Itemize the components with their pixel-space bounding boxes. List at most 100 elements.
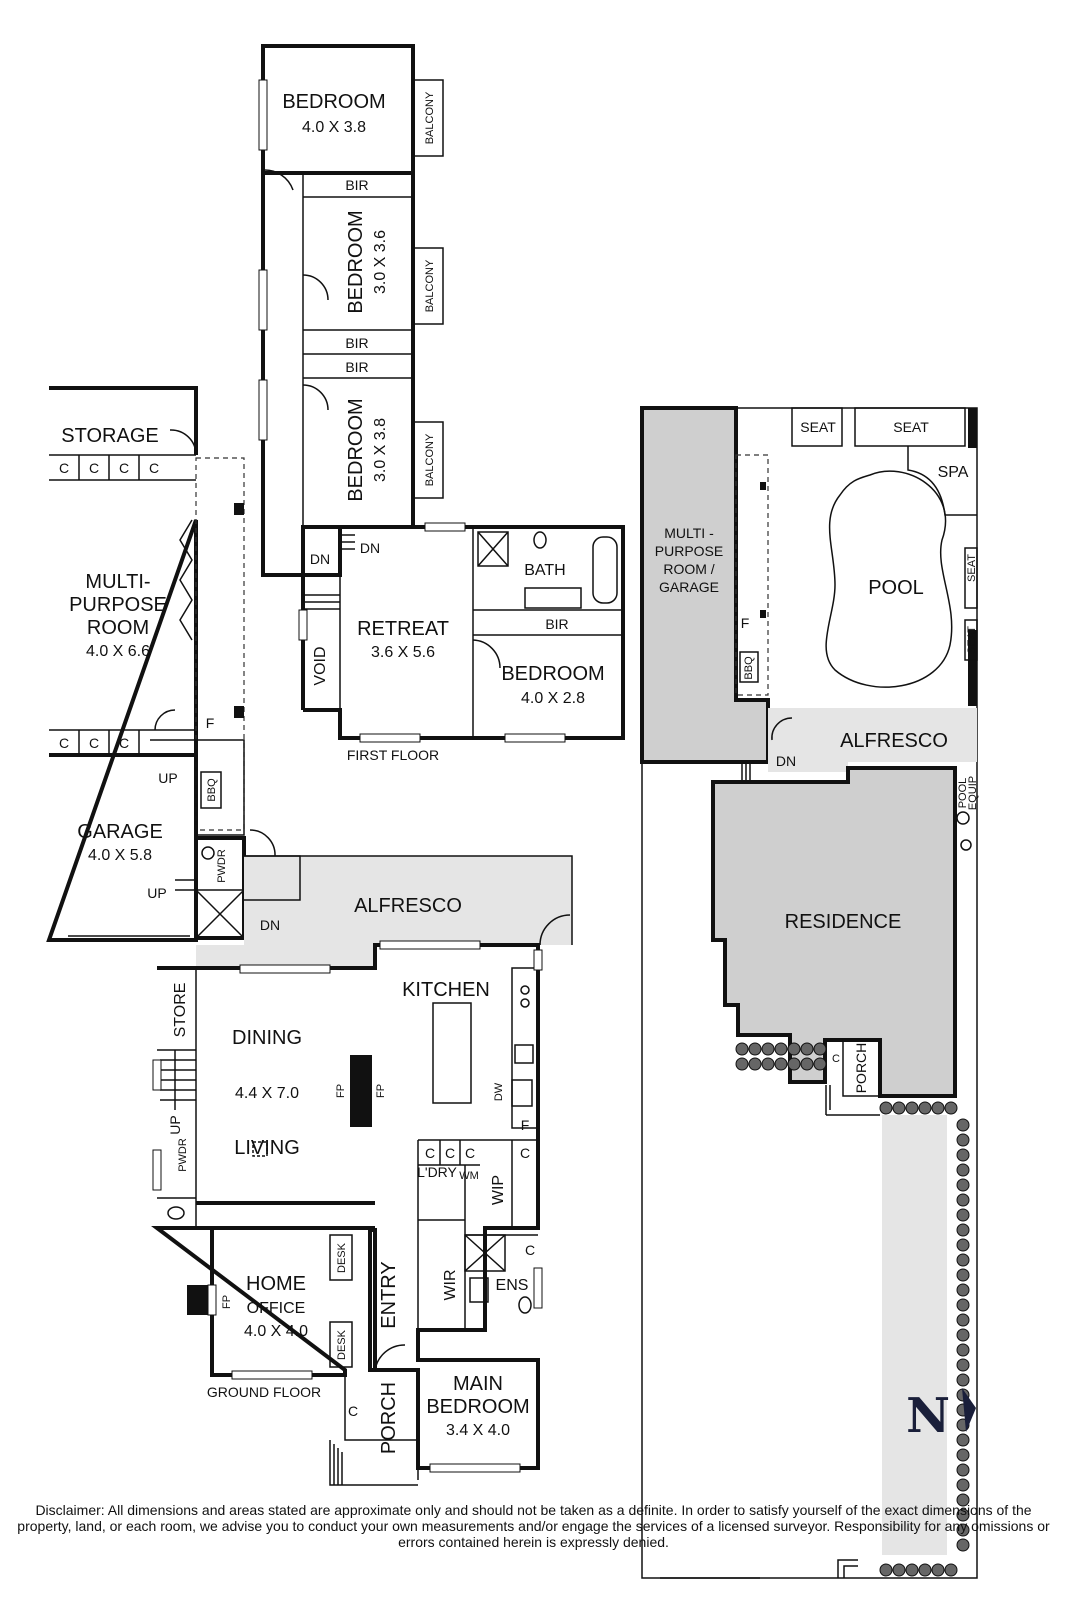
- ground-floor-plan: [151, 829, 573, 1486]
- ground-floor-labels: ALFRESCO DN KITCHEN DINING 4.4 X 7.0 LIV…: [167, 895, 535, 1454]
- c-label-9: C: [425, 1145, 435, 1161]
- shrub-icon: [735, 1042, 749, 1056]
- garage-label: GARAGE: [77, 821, 163, 843]
- shrub-icon: [956, 1298, 970, 1312]
- bath-label: BATH: [524, 562, 565, 579]
- north-label: N: [906, 1388, 950, 1444]
- shrub-icon: [748, 1042, 762, 1056]
- shrub-icon: [879, 1563, 893, 1577]
- shrub-icon: [956, 1313, 970, 1327]
- shrub-icon: [956, 1523, 970, 1537]
- desk-label-1: DESK: [336, 1242, 348, 1273]
- home-office-label-line2: OFFICE: [247, 1300, 306, 1317]
- c-label-4: C: [149, 460, 159, 476]
- balcony-label-1: BALCONY: [424, 91, 436, 144]
- fp-label-2: FP: [375, 1084, 387, 1098]
- c-label-5: C: [59, 735, 69, 751]
- shrub-icon: [892, 1101, 906, 1115]
- shrub-icon: [800, 1042, 814, 1056]
- ldry-label: L'DRY: [417, 1164, 457, 1180]
- shrub-icon: [956, 1208, 970, 1222]
- shrub-icon: [956, 1238, 970, 1252]
- shrub-icon: [956, 1328, 970, 1342]
- mpr-label-line3: ROOM: [87, 617, 149, 639]
- pool-equip-line2: EQUIP: [967, 776, 979, 810]
- retreat-label: RETREAT: [357, 618, 449, 640]
- shrub-icon: [956, 1163, 970, 1177]
- c-label-8: C: [520, 1145, 530, 1161]
- shrub-icon: [879, 1101, 893, 1115]
- shrub-icon: [813, 1057, 827, 1071]
- pwdr-label-1: PWDR: [216, 849, 228, 883]
- wm-label: WM: [459, 1170, 479, 1182]
- shrub-icon: [956, 1343, 970, 1357]
- shrub-icon: [787, 1057, 801, 1071]
- bedroom-3-label: BEDROOM: [345, 398, 367, 501]
- dn-label-1: DN: [360, 540, 380, 556]
- dn-label-3: DN: [260, 917, 280, 933]
- shrub-icon: [956, 1433, 970, 1447]
- shrub-icon: [956, 1193, 970, 1207]
- shrub-icon: [761, 1057, 775, 1071]
- shrub-icon: [956, 1118, 970, 1132]
- home-office-label-line1: HOME: [246, 1273, 306, 1295]
- bir-label-4: BIR: [545, 616, 568, 632]
- f-label-2: F: [521, 1117, 530, 1133]
- pool-equip-line1: POOL: [957, 778, 969, 809]
- up-label-1: UP: [158, 770, 177, 786]
- bir-label-3: BIR: [345, 359, 368, 375]
- shrub-icon: [905, 1563, 919, 1577]
- f-label-1: F: [206, 715, 215, 731]
- bedroom-2-label: BEDROOM: [345, 210, 367, 313]
- home-office-dims: 4.0 X 4.0: [244, 1323, 308, 1340]
- desk-label-2: DESK: [336, 1329, 348, 1360]
- shrub-icon: [956, 1133, 970, 1147]
- living-dims: 4.4 X 7.0: [235, 1085, 299, 1102]
- bedroom-3-dims: 3.0 X 3.8: [372, 418, 389, 482]
- shrub-icon: [944, 1101, 958, 1115]
- garage-dims: 4.0 X 5.8: [88, 847, 152, 864]
- shrub-icon: [774, 1042, 788, 1056]
- c-label-11: C: [465, 1145, 475, 1161]
- bedroom-4-dims: 4.0 X 2.8: [521, 690, 585, 707]
- f-label-3: F: [741, 615, 750, 631]
- kitchen-label: KITCHEN: [402, 979, 490, 1001]
- up-label-3: UP: [167, 1115, 183, 1134]
- shrub-icon: [956, 1493, 970, 1507]
- main-bedroom-label-line1: MAIN: [453, 1373, 503, 1395]
- c-label-3: C: [119, 460, 129, 476]
- site-alfresco-label: ALFRESCO: [840, 730, 948, 752]
- c-label-13: C: [348, 1403, 358, 1419]
- main-bedroom-label-line2: BEDROOM: [426, 1396, 529, 1418]
- fp-label-3: FP: [221, 1295, 233, 1309]
- shrub-icon: [931, 1563, 945, 1577]
- site-mpr-line2: PURPOSE: [655, 543, 723, 559]
- retreat-dims: 3.6 X 5.6: [371, 644, 435, 661]
- shrub-icon: [956, 1283, 970, 1297]
- seat-label-2: SEAT: [893, 419, 929, 435]
- seat-label-3: SEAT: [966, 554, 978, 582]
- site-mpr-line1: MULTI -: [664, 525, 714, 541]
- shrub-icon: [956, 1358, 970, 1372]
- wir-label: WIR: [442, 1269, 459, 1300]
- bbq-label-2: BBQ: [743, 656, 755, 680]
- c-label-12: C: [525, 1242, 535, 1258]
- shrub-icon: [892, 1563, 906, 1577]
- main-bedroom-dims: 3.4 X 4.0: [446, 1422, 510, 1439]
- shrub-icon: [813, 1042, 827, 1056]
- c-label-2: C: [89, 460, 99, 476]
- bir-label-2: BIR: [345, 335, 368, 351]
- shrub-icon: [905, 1101, 919, 1115]
- north-arrow-icon: [962, 1388, 976, 1432]
- pool-label: POOL: [868, 577, 924, 599]
- shrub-icon: [956, 1478, 970, 1492]
- shrub-icon: [931, 1101, 945, 1115]
- hedge-row: [735, 1042, 970, 1577]
- shrub-icon: [956, 1148, 970, 1162]
- shrub-icon: [748, 1057, 762, 1071]
- dn-label-4: DN: [776, 753, 796, 769]
- shrub-icon: [956, 1448, 970, 1462]
- living-label: LIVING: [234, 1137, 300, 1159]
- storage-label: STORAGE: [61, 425, 158, 447]
